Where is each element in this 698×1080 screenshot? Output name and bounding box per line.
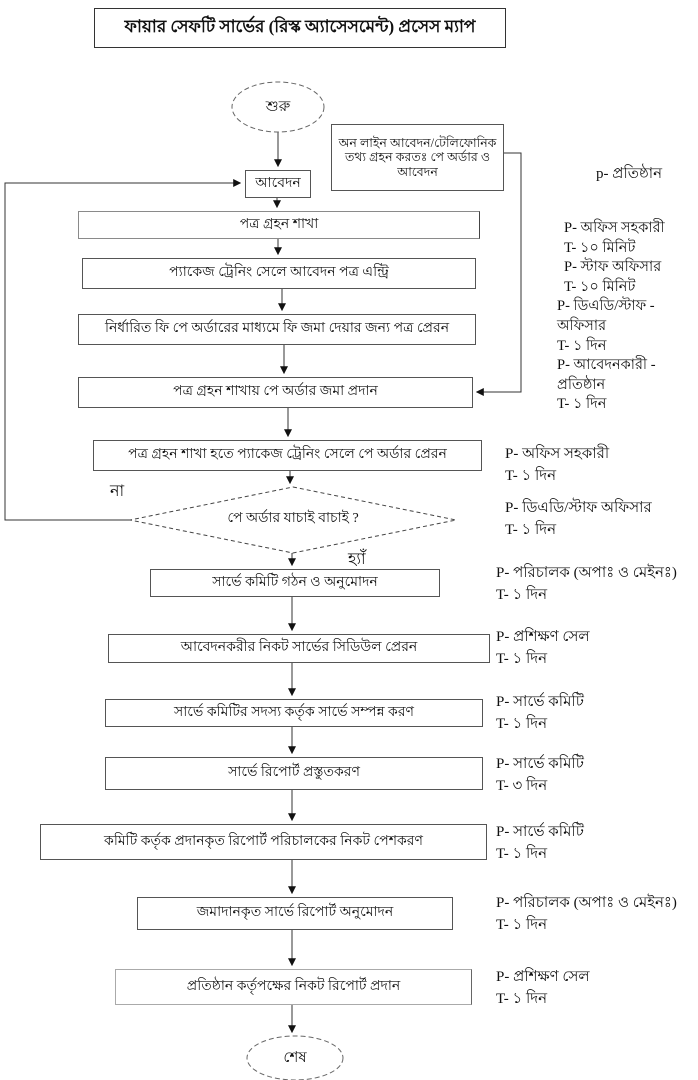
- decision-yes-label: হ্যাঁ: [348, 551, 366, 568]
- step-schedule-send: আবেদনকরীর নিকট সার্ভের সিডিউল প্রেরন: [108, 634, 490, 663]
- annotation-p: P- পরিচালক (অপাঃ ও মেইনঃ): [496, 895, 677, 911]
- annotation-t: T- ১ দিন: [496, 716, 548, 732]
- step-letter-receiving-branch: পত্র গ্রহন শাখা: [78, 211, 480, 239]
- decision-label: পে অর্ডার যাচাই বাচাই ?: [227, 511, 359, 526]
- side-note-box: অন লাইন আবেদন/টেলিফোনিক তথ্য গ্রহন করতঃ …: [331, 124, 504, 191]
- step-payorder-forward: পত্র গ্রহন শাখা হতে প্যাকেজ ট্রেনিং সেলে…: [93, 440, 482, 471]
- step-report-delivery: প্রতিষ্ঠান কর্তৃপক্ষের নিকট রিপোর্ট প্রদ…: [115, 969, 472, 1005]
- annotation-line: প্রতিষ্ঠান: [557, 376, 606, 393]
- step-application-entry: প্যাকেজ ট্রেনিং সেলে আবেদন পত্র এন্ট্রি: [82, 258, 476, 289]
- page-title: ফায়ার সেফটি সার্ভের (রিস্ক অ্যাসেসমেন্ট…: [94, 8, 506, 48]
- annotation-line: T- ১০ মিনিট: [564, 239, 636, 256]
- annotation-line: T- ১০ মিনিট: [564, 278, 636, 295]
- annotation-p: P- প্রশিক্ষণ সেল: [496, 629, 590, 645]
- annotation-line: অফিসার: [557, 317, 607, 334]
- annotation-line: T- ১ দিন: [557, 396, 607, 413]
- step-report-prepare: সার্ভে রিপোর্ট প্রস্তুতকরণ: [105, 757, 483, 790]
- annotation-p: P- সার্ভে কমিটি: [496, 824, 584, 840]
- step-committee-formation: সার্ভে কমিটি গঠন ও অনুমোদন: [150, 569, 440, 597]
- annotation-line: P- অফিস সহকারী: [564, 220, 665, 236]
- annotation-t: T- ১ দিন: [496, 917, 548, 933]
- annotation-group-step6: P- পরিচালক (অপাঃ ও মেইনঃ) T- ১ দিন: [496, 562, 677, 606]
- annotation-group-decision: P- ডিএডি/স্টাফ অফিসার T- ১ দিন: [505, 497, 652, 541]
- legend-p-institution: p- প্রতিষ্ঠান: [596, 166, 663, 182]
- decision-diamond: [129, 486, 457, 554]
- annotation-group-step8: P- সার্ভে কমিটি T- ১ দিন: [496, 691, 584, 735]
- annotation-p: P- প্রশিক্ষণ সেল: [496, 969, 590, 985]
- step-payorder-deposit: পত্র গ্রহন শাখায় পে অর্ডার জমা প্রদান: [78, 377, 473, 408]
- annotation-group-step7: P- প্রশিক্ষণ সেল T- ১ দিন: [496, 626, 590, 670]
- annotation-p: P- সার্ভে কমিটি: [496, 694, 584, 710]
- step-application: আবেদন: [245, 170, 311, 198]
- start-terminator-label: শুরু: [265, 98, 291, 115]
- annotation-t: T- ৩ দিন: [496, 778, 548, 794]
- annotation-group-step11: P- পরিচালক (অপাঃ ও মেইনঃ) T- ১ দিন: [496, 892, 677, 936]
- annotation-group-step10: P- সার্ভে কমিটি T- ১ দিন: [496, 821, 584, 865]
- annotation-t: T- ১ দিন: [496, 651, 548, 667]
- annotation-p: P- সার্ভে কমিটি: [496, 756, 584, 772]
- annotation-group-step12: P- প্রশিক্ষণ সেল T- ১ দিন: [496, 966, 590, 1010]
- annotation-line: T- ১ দিন: [557, 337, 607, 354]
- annotation-p: P- ডিএডি/স্টাফ অফিসার: [505, 500, 652, 516]
- annotation-t: T- ১ দিন: [505, 522, 557, 538]
- annotation-t: T- ১ দিন: [505, 468, 557, 484]
- step-report-approval: জমাদানকৃত সার্ভে রিপোর্ট অনুমোদন: [137, 897, 453, 930]
- connector-no-loop: [4, 179, 242, 521]
- annotation-t: T- ১ দিন: [496, 991, 548, 1007]
- annotation-t: T- ১ দিন: [496, 587, 548, 603]
- annotation-group-step9: P- সার্ভে কমিটি T- ৩ দিন: [496, 753, 584, 797]
- annotation-line: P- ডিএডি/স্টাফ -: [557, 298, 655, 315]
- step-fee-letter-send: নির্ধারিত ফি পে অর্ডারের মাধ্যমে ফি জমা …: [78, 314, 476, 345]
- decision-no-label: না: [110, 483, 125, 500]
- step-survey-complete: সার্ভে কমিটির সদস্য কর্তৃক সার্ভে সম্পন্…: [105, 699, 483, 727]
- end-terminator-label: শেষ: [283, 1049, 307, 1066]
- annotation-p: P- অফিস সহকারী: [505, 446, 610, 462]
- annotation-block-top: P- অফিস সহকারী T- ১০ মিনিট P- স্টাফ অফিস…: [557, 219, 698, 415]
- annotation-line: P- স্টাফ অফিসার: [564, 259, 662, 276]
- step-report-submit-director: কমিটি কর্তৃক প্রদানকৃত রিপোর্ট পরিচালকের…: [40, 824, 487, 860]
- annotation-group-step5: P- অফিস সহকারী T- ১ দিন: [505, 443, 609, 487]
- start-oval: [231, 81, 325, 133]
- annotation-t: T- ১ দিন: [496, 846, 548, 862]
- annotation-p: P- পরিচালক (অপাঃ ও মেইনঃ): [496, 565, 677, 581]
- connector-sidenote-step4: [475, 152, 522, 396]
- annotation-line: P- আবেদনকারী -: [557, 357, 656, 374]
- end-oval: [246, 1035, 344, 1080]
